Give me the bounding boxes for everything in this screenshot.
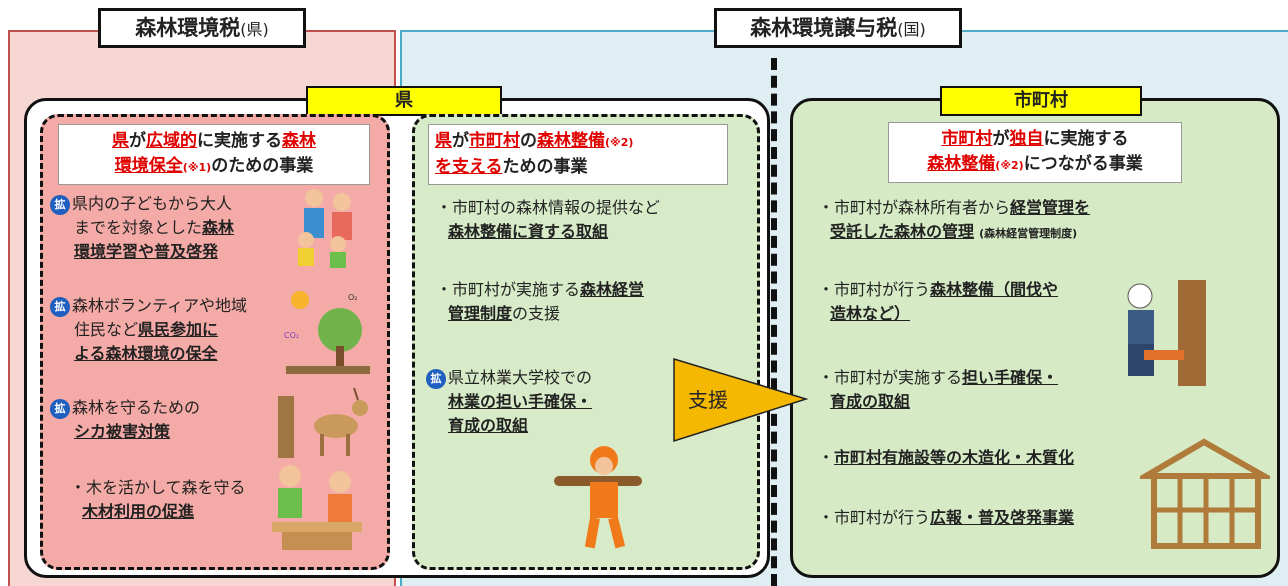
box3-item-workforce: ・市町村が実施する担い手確保・ 育成の取組 — [818, 368, 1059, 411]
box1-item-env-education: 拡県内の子どもから大人 までを対象とした森林 環境学習や普及啓発 — [50, 192, 280, 264]
wooden-building-illustration — [1140, 438, 1270, 549]
box1-item-deer-damage: 拡森林を守るための シカ被害対策 — [50, 396, 280, 444]
svg-text:O₂: O₂ — [348, 293, 358, 302]
box2-item-management-system: ・市町村が実施する森林経営 管理制度の支援 — [436, 280, 645, 323]
support-label: 支援 — [688, 388, 728, 412]
children-wood-illustration — [272, 465, 362, 550]
box1-item-wood-use: ・木を活かして森を守る 木材利用の促進 — [70, 478, 246, 521]
box3-header: 市町村が独自に実施する 森林整備(※2)につながる事業 — [888, 122, 1182, 183]
box3-item-contracted-management: ・市町村が森林所有者から経営管理を 受託した森林の管理 (森林経営管理制度) — [818, 198, 1091, 241]
box1-header: 県が広域的に実施する森林 環境保全(※1)のための事業 — [58, 124, 370, 185]
box2-item-forest-info: ・市町村の森林情報の提供など 森林整備に資する取組 — [436, 198, 661, 241]
box3-item-forest-maintenance: ・市町村が行う森林整備（間伐や 造林など） — [818, 280, 1059, 323]
national-tax-label: 森林環境譲与税(国) — [714, 8, 962, 48]
tree-co2-illustration: O₂ CO₂ — [284, 291, 370, 374]
municipality-ribbon: 市町村 — [940, 86, 1142, 116]
box3-item-publicity: ・市町村が行う広報・普及啓発事業 — [818, 508, 1075, 527]
expand-badge-icon: 拡 — [50, 194, 70, 215]
box1-item-citizen-participation: 拡森林ボランティアや地域 住民など県民参加に よる森林環境の保全 — [50, 294, 280, 366]
support-municipality-box — [412, 114, 760, 570]
box2-item-forestry-college: 拡県立林業大学校での 林業の担い手確保・ 育成の取組 — [426, 366, 666, 438]
box2-header: 県が市町村の森林整備(※2) を支えるための事業 — [428, 124, 728, 185]
divider-line — [771, 58, 777, 586]
deer-illustration — [278, 387, 368, 458]
expand-badge-icon: 拡 — [426, 368, 446, 389]
prefecture-ribbon: 県 — [306, 86, 502, 116]
svg-text:CO₂: CO₂ — [284, 331, 299, 340]
support-arrow-icon — [673, 357, 809, 443]
forestry-worker-illustration — [554, 446, 642, 549]
chainsaw-worker-illustration — [1127, 280, 1206, 386]
expand-badge-icon: 拡 — [50, 398, 70, 419]
box3-item-wooden-facilities: ・市町村有施設等の木造化・木質化 — [818, 448, 1075, 467]
family-illustration — [298, 189, 352, 268]
expand-badge-icon: 拡 — [50, 296, 70, 317]
prefecture-tax-label: 森林環境税(県) — [98, 8, 306, 48]
